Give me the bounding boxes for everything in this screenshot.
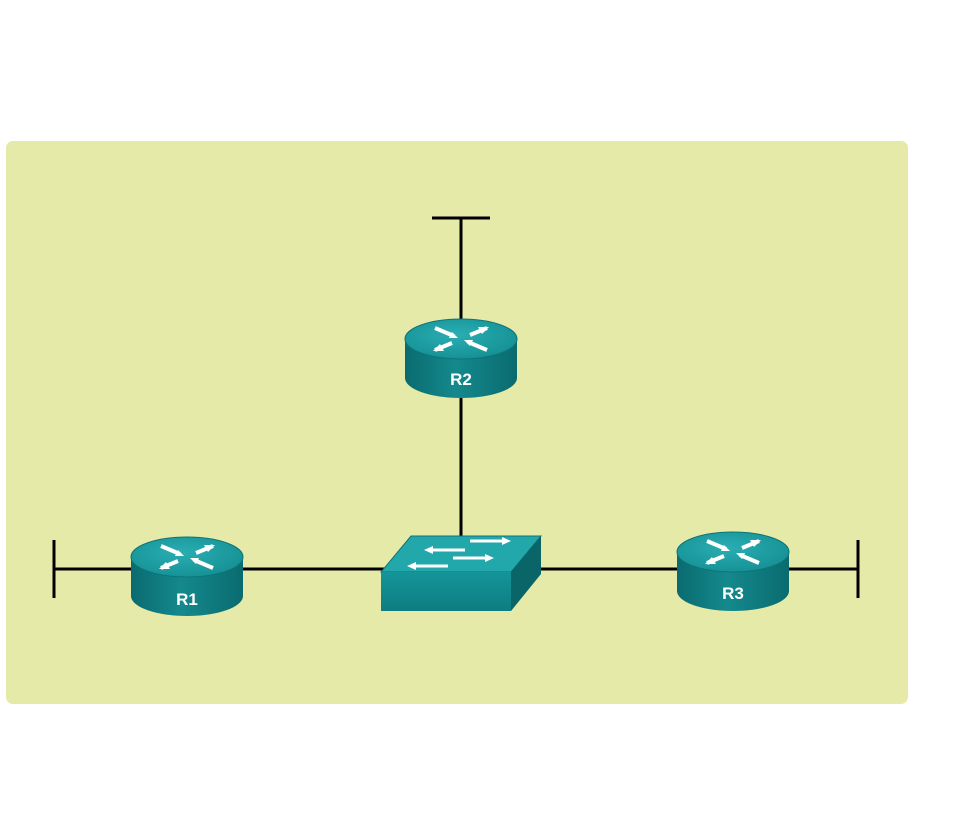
router-label-r1: R1 (176, 590, 198, 609)
links (52, 216, 860, 598)
router-r2[interactable]: R2 (404, 318, 518, 398)
router-icon (404, 318, 518, 398)
switch[interactable] (379, 535, 543, 611)
router-label-r3: R3 (722, 584, 744, 603)
router-label-r2: R2 (450, 370, 472, 389)
router-r1[interactable]: R1 (130, 536, 244, 616)
router-icon (676, 531, 790, 611)
topology-panel (6, 141, 908, 704)
router-r3[interactable]: R3 (676, 531, 790, 611)
router-icon (130, 536, 244, 616)
switch-arrows-icon (407, 537, 511, 570)
switch-icon (379, 535, 543, 611)
